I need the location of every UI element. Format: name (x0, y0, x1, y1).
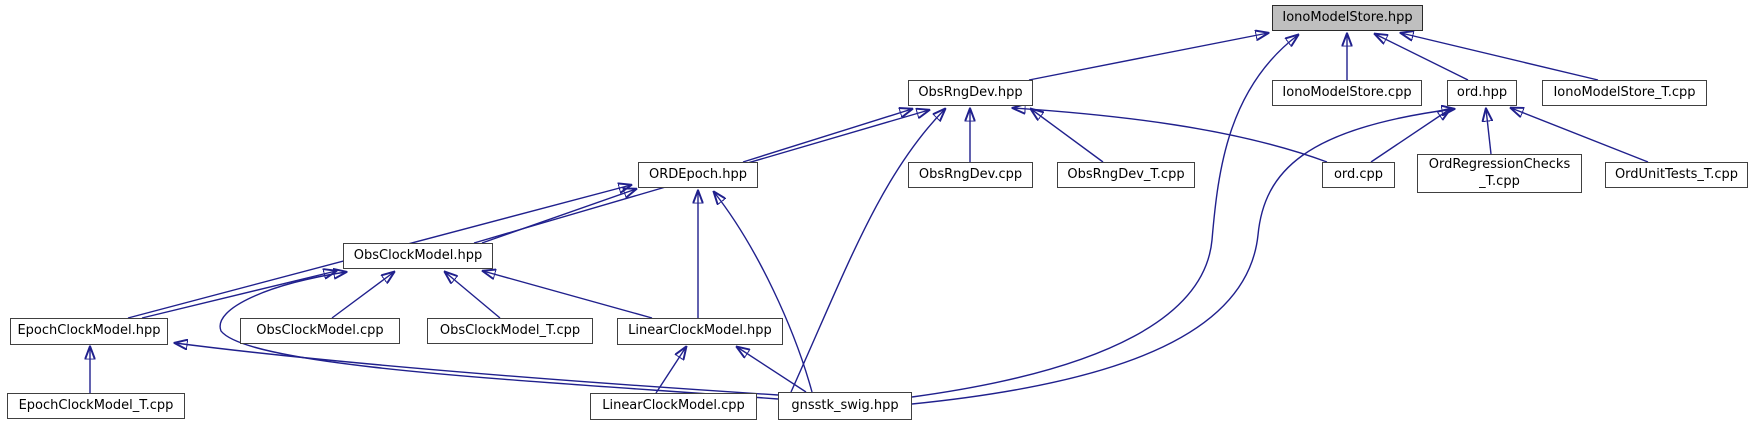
edge-gnsstk_swig.hpp-to-ObsRngDev.hpp (790, 109, 945, 393)
node-EpochClockModel_T.cpp[interactable]: EpochClockModel_T.cpp (7, 393, 185, 419)
edge-LinearClockModel.hpp-to-ObsClockModel.hpp (483, 271, 653, 319)
edge-EpochClockModel.hpp-to-ObsClockModel.hpp (141, 271, 336, 319)
edge-ObsClockModel.cpp-to-ObsClockModel.hpp (331, 272, 394, 319)
edge-ObsRngDev_T.cpp-to-ObsRngDev.hpp (1031, 109, 1104, 163)
edge-OrdUnitTests_T.cpp-to-ord.hpp (1511, 108, 1649, 163)
node-gnsstk_swig.hpp[interactable]: gnsstk_swig.hpp (778, 392, 912, 420)
node-IonoModelStore.hpp: IonoModelStore.hpp (1272, 5, 1423, 31)
edge-ord.hpp-to-IonoModelStore.hpp (1375, 34, 1469, 81)
edge-OrdRegressionChecks_T.cpp-to-ord.hpp (1486, 109, 1491, 155)
node-EpochClockModel.hpp[interactable]: EpochClockModel.hpp (10, 318, 168, 345)
node-OrdUnitTests_T.cpp[interactable]: OrdUnitTests_T.cpp (1605, 162, 1748, 188)
node-LinearClockModel.hpp[interactable]: LinearClockModel.hpp (617, 318, 783, 345)
node-ORDEpoch.hpp[interactable]: ORDEpoch.hpp (638, 162, 758, 188)
edge-gnsstk_swig.hpp-to-ORDEpoch.hpp (714, 192, 813, 393)
node-IonoModelStore_T.cpp[interactable]: IonoModelStore_T.cpp (1542, 80, 1707, 106)
edge-IonoModelStore_T.cpp-to-IonoModelStore.hpp (1401, 33, 1599, 81)
edge-ObsClockModel_T.cpp-to-ObsClockModel.hpp (445, 272, 501, 319)
node-ObsClockModel_T.cpp[interactable]: ObsClockModel_T.cpp (427, 318, 593, 344)
node-ord.cpp[interactable]: ord.cpp (1322, 162, 1395, 188)
node-OrdRegressionChecks_T.cpp[interactable]: OrdRegressionChecks _T.cpp (1417, 154, 1582, 193)
node-LinearClockModel.cpp[interactable]: LinearClockModel.cpp (590, 393, 757, 420)
node-ObsClockModel.hpp[interactable]: ObsClockModel.hpp (343, 243, 493, 269)
edge-gnsstk_swig.hpp-to-ObsClockModel.hpp (219, 272, 779, 400)
edge-gnsstk_swig.hpp-to-ord.hpp (911, 109, 1454, 405)
edge-ObsRngDev.hpp-to-IonoModelStore.hpp (1028, 33, 1268, 81)
edge-ord.cpp-to-ord.hpp (1370, 109, 1450, 163)
node-IonoModelStore.cpp[interactable]: IonoModelStore.cpp (1272, 80, 1422, 106)
edge-ord.cpp-to-ObsRngDev.hpp (1013, 108, 1328, 163)
node-ObsClockModel.cpp[interactable]: ObsClockModel.cpp (240, 318, 400, 344)
node-ord.hpp[interactable]: ord.hpp (1447, 80, 1517, 106)
edge-gnsstk_swig.hpp-to-LinearClockModel.hpp (737, 347, 807, 393)
node-ObsRngDev_T.cpp[interactable]: ObsRngDev_T.cpp (1057, 162, 1195, 188)
node-ObsRngDev.hpp[interactable]: ObsRngDev.hpp (908, 80, 1033, 106)
edge-ObsClockModel.hpp-to-ORDEpoch.hpp (481, 189, 636, 244)
edge-gnsstk_swig.hpp-to-EpochClockModel.hpp (175, 343, 779, 396)
node-ObsRngDev.cpp[interactable]: ObsRngDev.cpp (908, 162, 1033, 188)
edge-gnsstk_swig.hpp-to-IonoModelStore.hpp (911, 35, 1298, 398)
edge-LinearClockModel.cpp-to-LinearClockModel.hpp (655, 347, 686, 394)
edge-ORDEpoch.hpp-to-ObsRngDev.hpp (742, 109, 912, 163)
